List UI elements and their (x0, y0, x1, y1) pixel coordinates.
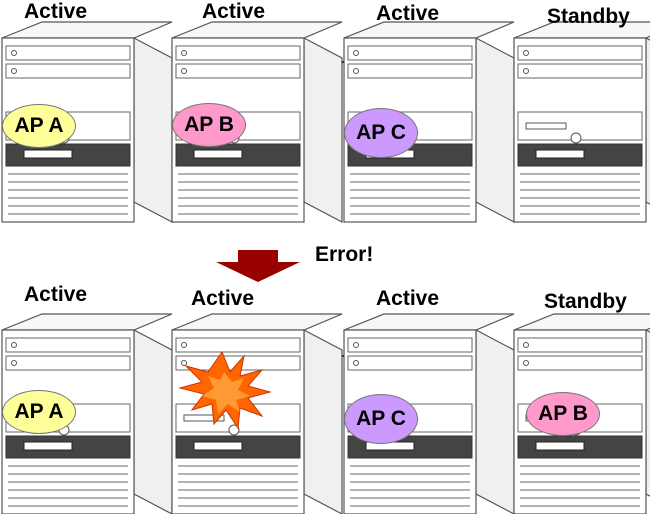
status-label-bottom-2: Active (191, 287, 255, 310)
app-bubble-bottom-1: AP A (2, 390, 76, 434)
status-label-bottom-4: Standby (544, 290, 627, 313)
app-bubble-top-1: AP A (2, 104, 76, 148)
status-label-top-3: Active (376, 2, 440, 25)
status-label-bottom-3: Active (376, 287, 440, 310)
error-label: Error! (315, 243, 374, 266)
status-label-top-4: Standby (547, 5, 630, 28)
app-bubble-top-3: AP C (344, 108, 418, 158)
status-label-top-2: Active (202, 0, 266, 23)
status-label-bottom-1: Active (24, 283, 88, 306)
status-label-top-1: Active (24, 0, 88, 23)
app-bubble-top-2: AP B (172, 103, 246, 147)
app-bubble-bottom-3: AP C (344, 394, 418, 444)
app-bubble-bottom-4: AP B (526, 392, 600, 436)
failover-arrow-icon (216, 250, 300, 282)
server-top-4 (513, 21, 650, 223)
explosion-core (202, 372, 250, 414)
